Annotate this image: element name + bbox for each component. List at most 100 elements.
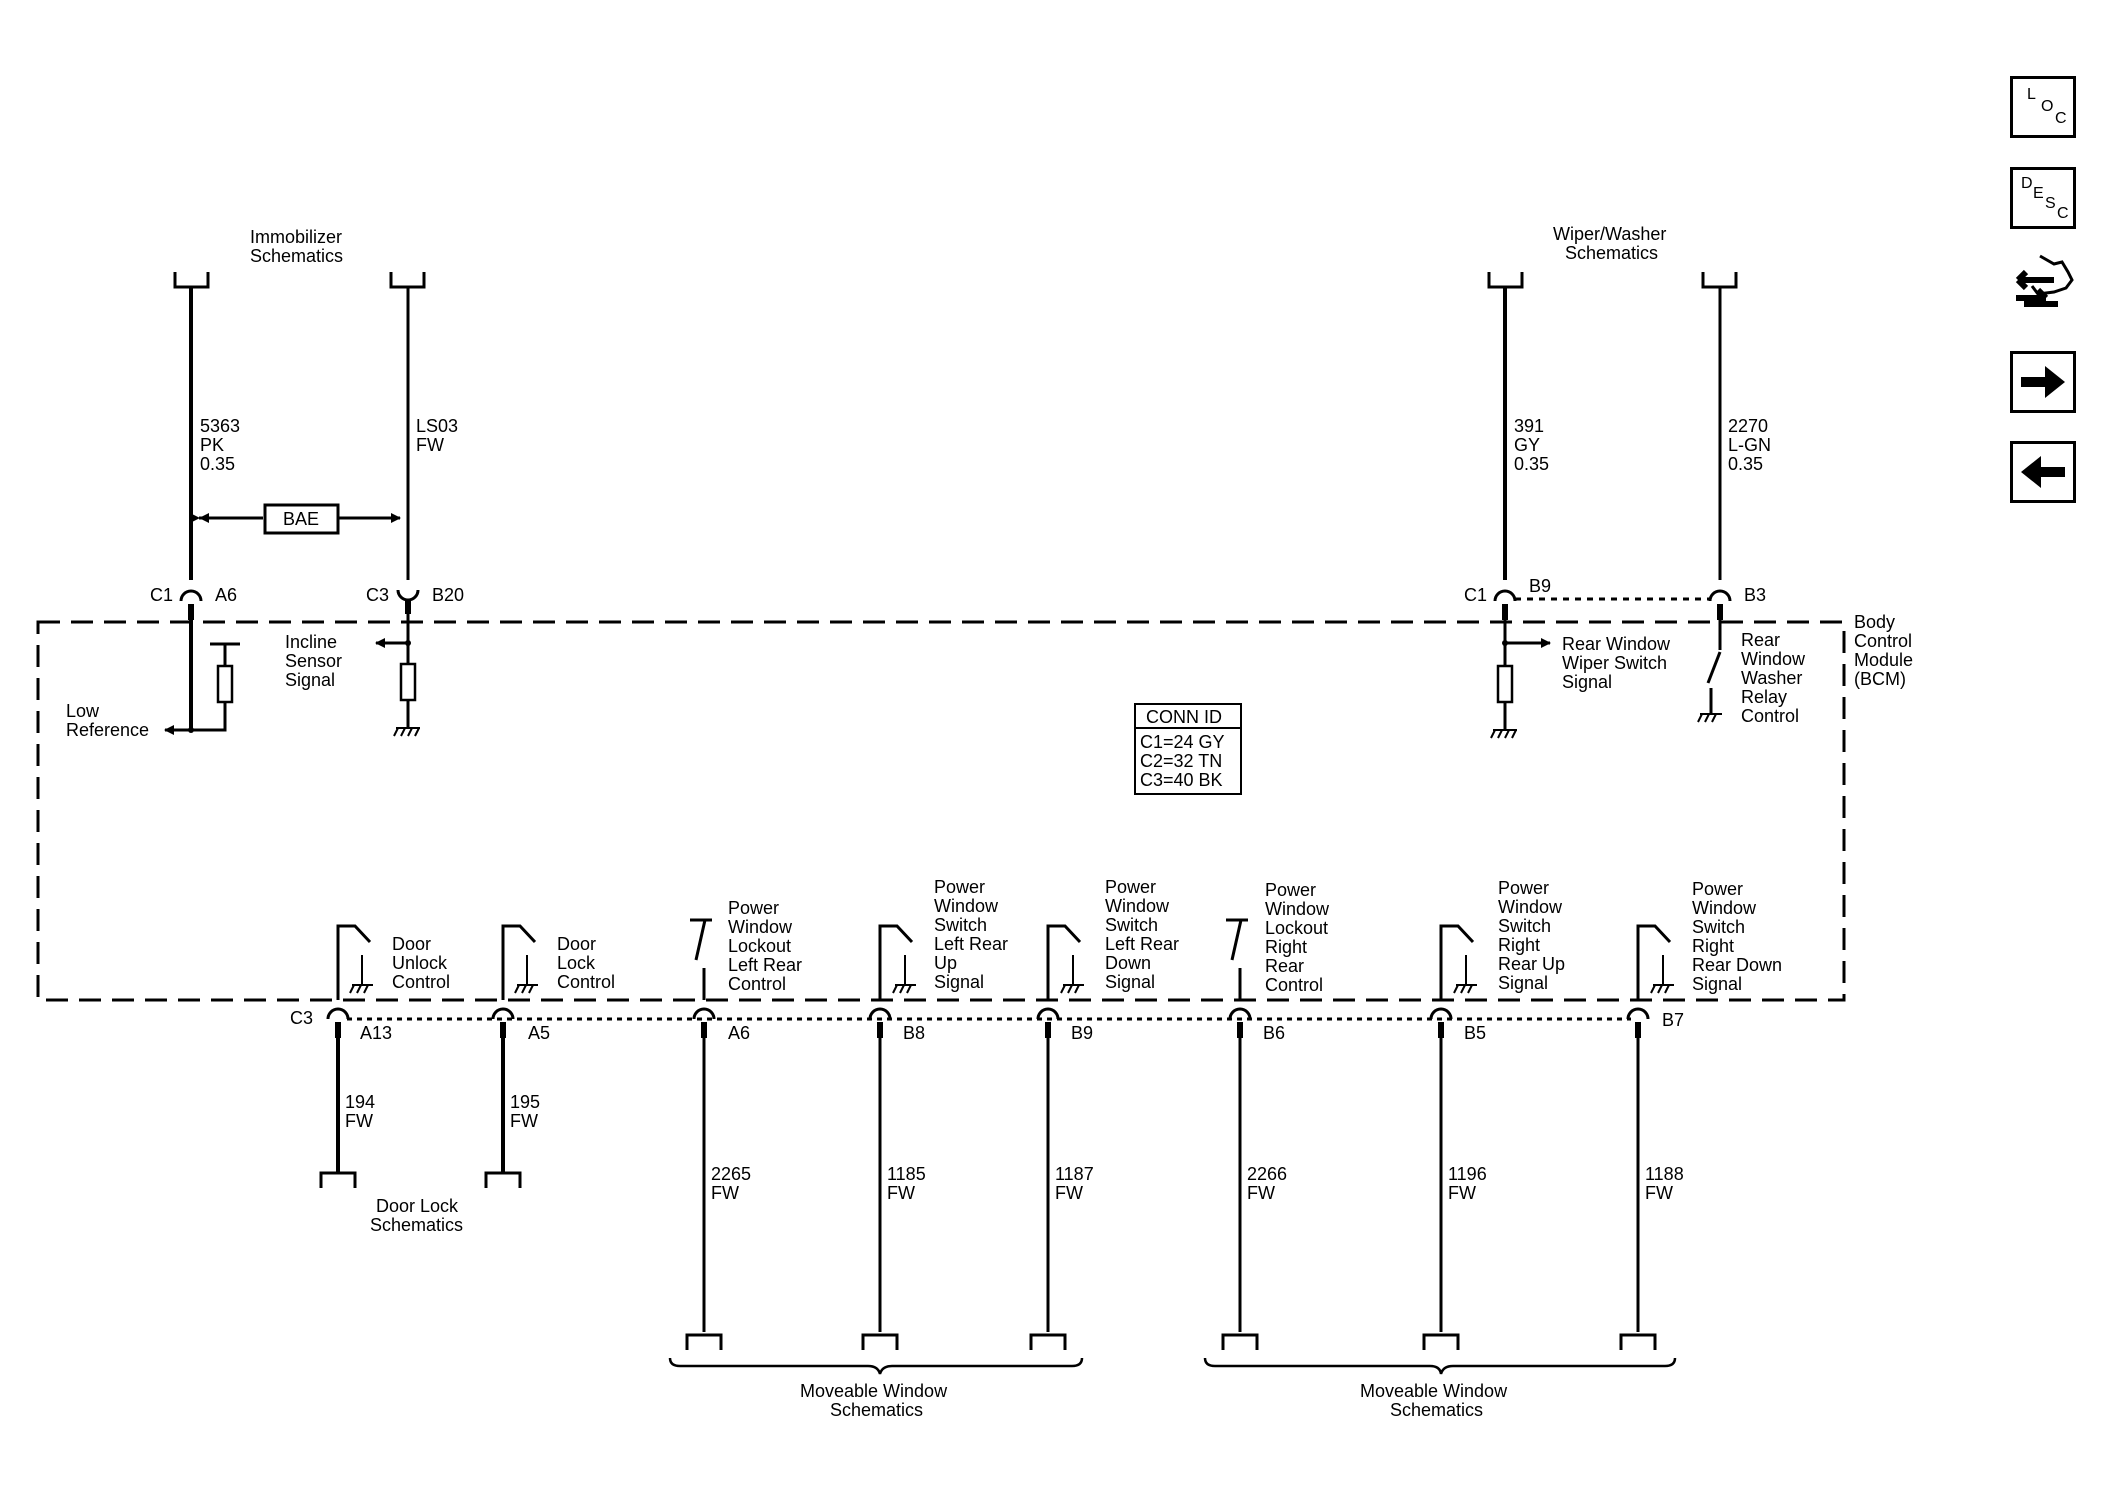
pw-lockout-right-label: Power Window Lockout Right Rear Control (1265, 880, 1334, 995)
pw-lockout-right-circuit (1221, 918, 1259, 1350)
pw-right-up-label: Power Window Switch Right Rear Up Signal (1498, 878, 1570, 993)
immobilizer-schematics-ref: Immobilizer Schematics (250, 227, 347, 266)
connector-b7 (1626, 1007, 1650, 1020)
pin-number: B9 (1071, 1023, 1093, 1043)
previous-page-arrow-icon (2021, 456, 2065, 488)
connector-c3-a13 (326, 1007, 350, 1020)
connector-bracket (1029, 1333, 1067, 1350)
door-lock-schematics-ref: Door Lock Schematics (370, 1196, 463, 1235)
conn-id-row: C2=32 TN (1140, 751, 1222, 771)
door-lock-label: Door Lock Control (557, 934, 615, 992)
incline-sensor-label: Incline Sensor Signal (285, 632, 347, 690)
resistor-symbol (1496, 664, 1514, 704)
pin-conn: C3 (366, 585, 389, 605)
pw-right-down-label: Power Window Switch Right Rear Down Sign… (1692, 879, 1787, 994)
wire-1185-label: 1185 FW (887, 1164, 931, 1203)
pin-conn: C1 (150, 585, 173, 605)
ground-symbol (1490, 729, 1517, 739)
group-brace-left (668, 1357, 1084, 1375)
connector-b3 (1708, 589, 1732, 602)
connector-bracket (1487, 272, 1524, 289)
pw-left-up-label: Power Window Switch Left Rear Up Signal (934, 877, 1013, 992)
pw-right-up-circuit (1422, 924, 1477, 1350)
wire-2270-label: 2270 L-GN 0.35 (1728, 416, 1776, 474)
conn-id-row: C3=40 BK (1140, 770, 1223, 790)
previous-page-button[interactable] (2010, 441, 2076, 503)
connector-view-button[interactable] (2010, 250, 2080, 312)
ground-symbol (1697, 713, 1722, 723)
moveable-window-schematics-ref: Moveable Window Schematics (800, 1381, 952, 1420)
loc-letter: O (2041, 98, 2054, 115)
wire-1196-label: 1196 FW (1448, 1164, 1492, 1203)
connector-bracket (484, 1171, 522, 1188)
connector-c1-a6 (179, 589, 203, 602)
connector-bracket (685, 1333, 723, 1350)
connector-b5 (1429, 1007, 1453, 1020)
ground-symbol (514, 955, 538, 994)
bcm-boundary (36, 620, 1846, 1002)
pin-conn: C3 (290, 1008, 313, 1028)
pin-number: B3 (1744, 585, 1766, 605)
connector-bracket (389, 272, 426, 289)
pin-number: A5 (528, 1023, 550, 1043)
pin-number: B5 (1464, 1023, 1486, 1043)
desc-letter: C (2057, 205, 2069, 222)
splice-bae-box (263, 503, 340, 535)
connector-a5 (491, 1007, 515, 1020)
pin-conn: C1 (1464, 585, 1487, 605)
switch-symbol (1706, 651, 1722, 684)
connector-b8 (868, 1007, 892, 1020)
pin-number: B7 (1662, 1010, 1684, 1030)
loc-letter: C (2055, 110, 2067, 127)
pin-number: A6 (728, 1023, 750, 1043)
desc-button[interactable]: D E S C (2010, 167, 2076, 229)
connector-c1-b9 (1493, 589, 1517, 602)
connector-b9 (1036, 1007, 1060, 1020)
next-page-arrow-icon (2021, 366, 2065, 398)
conn-id-row: C1=24 GY (1140, 732, 1225, 752)
wire-194-label: 194 FW (345, 1092, 380, 1131)
connector-bracket (173, 272, 210, 289)
pw-left-down-label: Power Window Switch Left Rear Down Signa… (1105, 877, 1184, 992)
next-page-button[interactable] (2010, 351, 2076, 413)
pw-right-down-circuit (1619, 924, 1674, 1350)
rear-washer-relay-label: Rear Window Washer Relay Control (1741, 630, 1810, 726)
door-lock-circuit (484, 924, 538, 1188)
wiper-washer-schematics-ref: Wiper/Washer Schematics (1553, 224, 1671, 263)
connector-bracket (1619, 1333, 1657, 1350)
wire-2265-label: 2265 FW (711, 1164, 756, 1203)
connector-c3-b20 (396, 589, 420, 602)
ground-symbol (393, 727, 420, 737)
pin-number: A13 (360, 1023, 392, 1043)
ground-symbol (892, 955, 916, 994)
ground-symbol (349, 955, 373, 994)
connector-bracket (319, 1171, 357, 1188)
pw-lockout-left-circuit (685, 918, 723, 1350)
connector-bracket (1422, 1333, 1460, 1350)
door-unlock-label: Door Unlock Control (392, 934, 452, 992)
low-reference-label: Low Reference (66, 701, 149, 740)
loc-button[interactable]: L O C (2010, 76, 2076, 138)
connector-b6 (1228, 1007, 1252, 1020)
conn-id-title: CONN ID (1146, 707, 1222, 727)
desc-letter: E (2033, 185, 2044, 202)
conn-id-box: CONN ID C1=24 GY C2=32 TN C3=40 BK (1134, 703, 1242, 795)
desc-letter: S (2045, 195, 2056, 212)
connector-bracket (861, 1333, 899, 1350)
resistor-symbol (216, 664, 234, 704)
pw-left-up-circuit (861, 924, 916, 1350)
pin-number: B8 (903, 1023, 925, 1043)
pw-left-down-circuit (1029, 924, 1084, 1350)
connector-view-icon (2015, 254, 2074, 307)
ground-symbol (1060, 955, 1084, 994)
splice-bae-label: BAE (283, 509, 319, 529)
wire-1188-label: 1188 FW (1645, 1164, 1689, 1203)
connector-bracket (1221, 1333, 1259, 1350)
ground-symbol (1650, 955, 1674, 994)
desc-letter: D (2021, 175, 2033, 192)
pw-lockout-left-label: Power Window Lockout Left Rear Control (728, 898, 807, 994)
pin-number: B20 (432, 585, 464, 605)
resistor-symbol (399, 662, 417, 702)
rear-wiper-switch-label: Rear Window Wiper Switch Signal (1562, 634, 1675, 692)
